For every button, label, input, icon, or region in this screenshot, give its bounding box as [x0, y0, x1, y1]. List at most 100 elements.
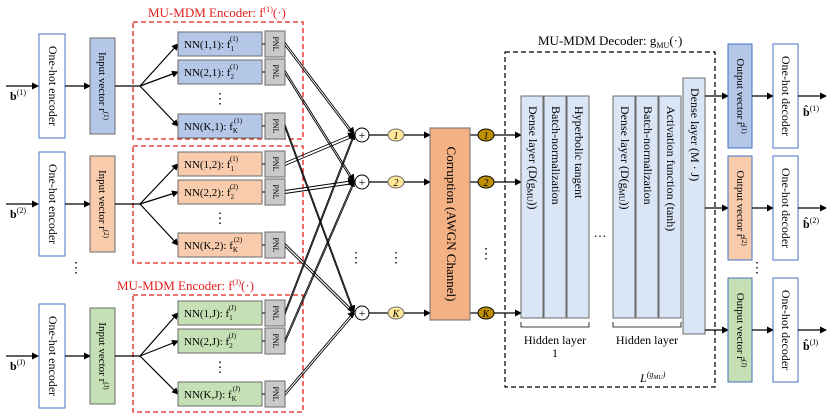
- input-b: b: [10, 89, 17, 103]
- nn-label-sup: (J): [229, 304, 237, 312]
- nn-label-label: NN(1,2): f: [184, 159, 231, 171]
- fan-arrow-3-2: [139, 339, 179, 357]
- output-symbol-part: (J): [810, 338, 819, 347]
- hL-act-box: [658, 95, 682, 319]
- output-vector-label-1-part: Output vector r̂: [734, 58, 746, 126]
- onehot-decoder-label-1: One-hot decoder: [779, 56, 793, 136]
- nn-label-label: NN(2,J): f: [184, 336, 230, 348]
- pnl-label-1-2-part: PNL: [271, 64, 280, 79]
- nn-label-label: NN(K,1): f: [184, 121, 233, 133]
- nn-label-2-2: NN(2,2): f2(2): [184, 183, 239, 201]
- input-b: b: [10, 359, 17, 373]
- output-vector-label-2-part: Output vector r̂: [734, 170, 746, 238]
- onehot-encoder-label-3-part: One-hot encoder: [46, 316, 60, 396]
- output-symbol-1: b̂(1): [803, 104, 819, 119]
- onehot-encoder-box-1: [38, 33, 66, 139]
- input-vector-label-1-part: (1): [102, 112, 110, 121]
- onehot-encoder-label-3: One-hot encoder: [46, 316, 60, 396]
- nn-label-sup: (1): [230, 155, 239, 163]
- h1-dense-label: Dense layer (D(gMU)): [525, 106, 540, 210]
- output-vector-label-1-part: (1): [740, 126, 748, 135]
- hL-dense-label: Dense layer (D(gMU)): [617, 106, 632, 210]
- output-symbol-part: (2): [810, 216, 820, 225]
- hL-dense-label-part: MU: [617, 189, 626, 202]
- pnl-label-2-2: PNL: [271, 184, 280, 199]
- corruption-label: Corruption (AWGN Channel): [444, 147, 459, 302]
- hL-bn-box: [635, 95, 659, 319]
- nn-label-3-3: NN(K,J): fK(J): [184, 385, 241, 403]
- hL-act-label-part: Activation function (tanh): [664, 106, 678, 231]
- h1-tanh-box: [566, 95, 590, 319]
- pnl-label-2-2-part: PNL: [271, 184, 280, 199]
- input-sup: (1): [17, 88, 27, 97]
- input-symbol-1: b(1): [10, 88, 26, 103]
- onehot-decoder-box-2: [772, 155, 799, 261]
- pnl-label-2-1-part: PNL: [271, 156, 280, 171]
- encoder-1-box: [132, 21, 304, 140]
- pnl-label-3-3-part: PNL: [271, 386, 280, 401]
- nn-box-2-3: [177, 232, 263, 258]
- pnl-label-1-1-part: PNL: [271, 36, 280, 51]
- hidden-L-label: Hidden layer: [616, 333, 678, 347]
- onehot-decoder-label-2-part: One-hot decoder: [779, 168, 793, 248]
- output-symbol-2: b̂(2): [803, 216, 819, 231]
- output-symbol-part: b̂: [803, 339, 810, 353]
- final-dense-label-part: Dense layer (M · J): [688, 88, 702, 181]
- input-vector-label-3: Input vector r(J): [96, 322, 110, 390]
- output-symbol-part: (1): [810, 104, 820, 113]
- output-vector-label-2-part: (2): [740, 238, 748, 247]
- sum-ellipsis: ⋮: [349, 251, 363, 266]
- nn-label-sup: (2): [234, 236, 243, 244]
- nn-label-label: NN(K,J): f: [184, 389, 232, 401]
- nn-label-sub: 2: [230, 73, 234, 81]
- input-vector-label-1-part: Input vector r: [96, 52, 108, 112]
- onehot-decoder-box-1: [772, 43, 799, 149]
- nn-label-sub: K: [232, 395, 237, 403]
- nn-label-sup: (1): [230, 63, 239, 71]
- hidden-L-num-part: ): [662, 370, 666, 379]
- encoder-J-box: [132, 294, 304, 413]
- input-symbol-3: b(J): [10, 358, 25, 373]
- h1-tanh-label-part: Hyperbolic tangent: [572, 106, 586, 199]
- nn-label-1-2: NN(2,1): f2(1): [184, 63, 239, 81]
- nn-label-sub: 1: [230, 45, 234, 53]
- nn-ellipsis-2: ⋮: [213, 212, 227, 227]
- output-vector-label-3-part: Output vector r̂: [734, 293, 746, 361]
- channel-in-label-2: 2: [394, 178, 399, 189]
- output-vector-label-3-part: (J): [740, 360, 748, 368]
- nn-label-label: NN(1,1): f: [184, 39, 231, 51]
- sum-plus-2: +: [359, 175, 366, 189]
- nn-box-3-2: [177, 328, 263, 354]
- input-vector-label-2-part: (2): [102, 230, 110, 239]
- onehot-decoder-box-3: [772, 277, 799, 383]
- hL-dense-label-part: )): [618, 202, 632, 210]
- nn-label-2-1: NN(1,2): f1 (1): [184, 155, 239, 173]
- outputs-ellipsis: ⋮: [750, 261, 764, 276]
- fan-arrow-1-2: [139, 70, 179, 87]
- nn-label-2-3: NN(K,2): fK(2): [184, 236, 243, 254]
- input-sup: (J): [17, 358, 26, 367]
- onehot-decoder-label-3-part: One-hot decoder: [779, 290, 793, 370]
- nn-box-1-1: [177, 31, 263, 57]
- output-symbol-3: b̂(J): [803, 338, 818, 353]
- nn-box-2-2: [177, 179, 263, 205]
- sum-plus-1: +: [359, 128, 366, 142]
- nn-label-sub: 1: [230, 165, 234, 173]
- nn-label-sub: 2: [230, 193, 234, 201]
- h1-bn-label: Batch-normalization: [549, 106, 563, 205]
- channel-out-label-3: K: [482, 309, 491, 320]
- input-vector-box-3: [89, 307, 116, 405]
- nn-ellipsis-3: ⋮: [213, 361, 227, 376]
- input-vector-box-1: [89, 37, 116, 135]
- input-symbol-2: b(2): [10, 206, 26, 221]
- pnl-to-sum-2-2: [284, 177, 355, 191]
- fan-arrow-2-2: [139, 190, 179, 205]
- pnl-to-sum-b-1-2: [284, 73, 355, 184]
- hL-dense-box: [612, 95, 636, 319]
- channel-out-label-2: 2: [484, 178, 489, 189]
- nn-label-sub: K: [233, 246, 238, 254]
- input-vector-label-1: Input vector r(1): [96, 52, 110, 121]
- output-vector-box-3: [727, 277, 753, 383]
